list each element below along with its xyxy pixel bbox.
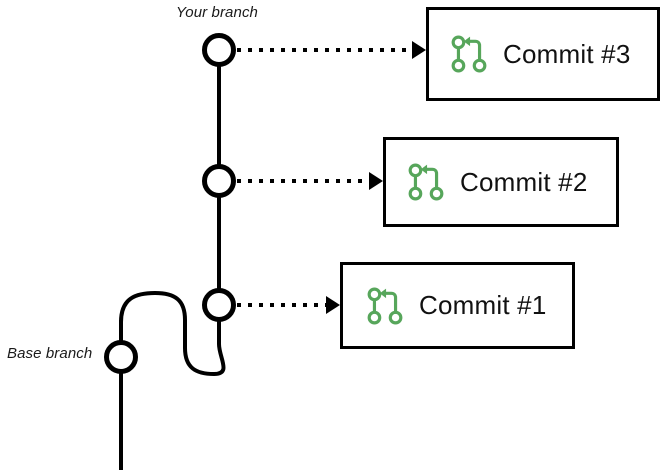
base-branch-node[interactable] bbox=[104, 340, 138, 374]
commit-label-3: Commit #3 bbox=[503, 38, 631, 69]
commit-node-1[interactable] bbox=[202, 288, 236, 322]
your-branch-label: Your branch bbox=[176, 4, 258, 21]
git-pull-request-icon bbox=[367, 287, 403, 324]
commit-box-1[interactable]: Commit #1 bbox=[340, 262, 575, 349]
branch-s-curve bbox=[119, 290, 226, 377]
arrowhead-commit-1 bbox=[326, 296, 340, 314]
arrowhead-commit-2 bbox=[369, 172, 383, 190]
commit-node-2[interactable] bbox=[202, 164, 236, 198]
commit-node-3[interactable] bbox=[202, 33, 236, 67]
commit-label-2: Commit #2 bbox=[460, 166, 588, 197]
git-pull-request-icon bbox=[451, 35, 487, 73]
commit-label-1: Commit #1 bbox=[419, 290, 547, 320]
commit-box-2[interactable]: Commit #2 bbox=[383, 137, 619, 227]
base-branch-label: Base branch bbox=[7, 345, 93, 362]
commit-box-3[interactable]: Commit #3 bbox=[426, 7, 660, 101]
arrowhead-commit-3 bbox=[412, 41, 426, 59]
git-pull-request-icon bbox=[408, 163, 444, 201]
